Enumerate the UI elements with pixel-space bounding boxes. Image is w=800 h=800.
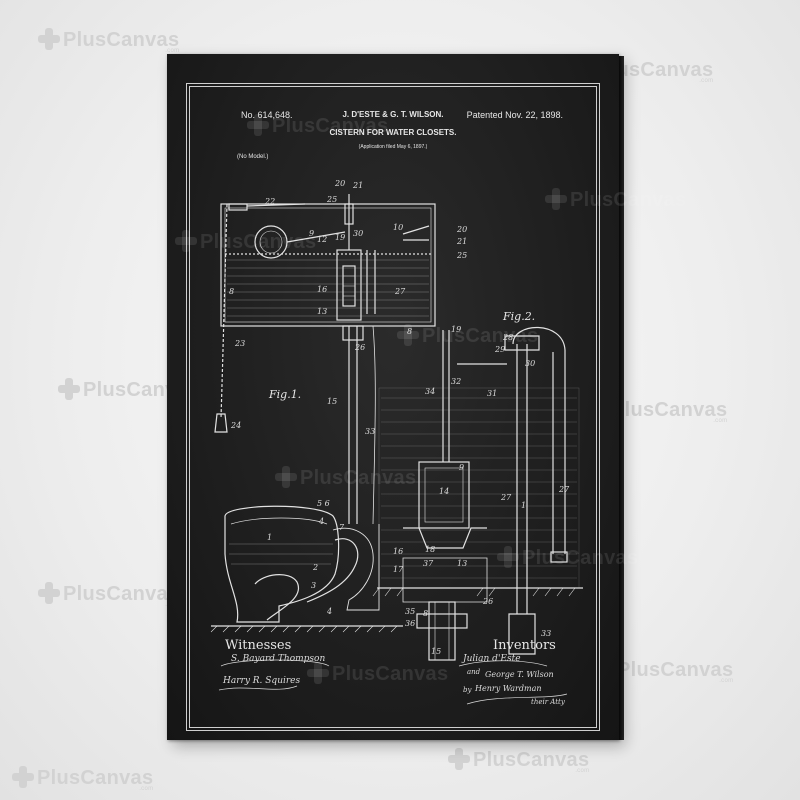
ref-numeral: 21 [352,181,363,190]
patent-canvas-print: PlusCanvas PlusCanvas PlusCanvas PlusCan… [167,54,619,740]
witnesses-heading: Witnesses [225,638,291,653]
inventors-heading: Inventors [493,638,556,653]
ref-numeral: 19 [335,233,345,242]
ref-numeral: 27 [558,485,570,494]
ref-numeral: 24 [230,421,241,430]
plus-icon [38,28,60,50]
ref-numeral: 25 [456,251,467,260]
watermark-text: PlusCanvas [611,399,727,421]
canvas-side-edge [619,56,624,740]
watermark-text: PlusCanvas [63,583,179,605]
watermark-sub: .com [575,768,589,774]
witness-signature: Harry R. Squires [223,676,300,686]
plus-icon [12,766,34,788]
watermark-sub: .com [139,786,153,792]
ref-numeral: 35 [405,607,415,616]
plus-icon [448,748,470,770]
ref-numeral: 19 [451,325,461,334]
plus-icon [38,582,60,604]
watermark-text: PlusCanvas [473,749,589,771]
ref-numeral: 9 [309,229,314,238]
fig1-toilet-bowl [211,506,403,632]
witness-signature: S. Bayard Thompson [231,654,325,664]
attorney-label: their Atty [531,698,565,706]
ref-numeral: 13 [317,307,327,316]
ref-numeral: 30 [353,229,363,238]
attorney-signature: Henry Wardman [475,684,542,693]
ref-numeral: 33 [365,427,375,436]
inventor-signature-by: by [463,686,471,694]
ref-numeral: 3 [311,581,316,590]
flush-pipe [343,326,375,524]
ref-numeral: 34 [425,387,435,396]
ref-numeral: 36 [405,619,415,628]
ref-numeral: 1 [267,533,272,542]
ref-numeral: 27 [394,287,406,296]
ref-numeral: 29 [494,345,505,354]
ref-numeral: 21 [456,237,467,246]
watermark-sub: .com [713,418,727,424]
ref-numeral: 33 [541,629,551,638]
ref-numeral: 15 [431,647,441,656]
ref-numeral: 32 [451,377,461,386]
ref-numeral: 22 [264,197,275,206]
plus-icon [58,378,80,400]
inventor-signature: George T. Wilson [485,670,554,679]
watermark-sub: .com [699,78,713,84]
inventor-signature: Julian d'Este [463,654,521,664]
ref-numeral: 18 [425,545,435,554]
watermark-logo: PlusCanvas.com [448,748,589,772]
ref-numeral: 14 [439,487,449,496]
ref-numeral: 27 [500,493,512,502]
ref-numeral: 1 [521,501,526,510]
ref-numeral: 15 [327,397,337,406]
ref-numeral: 16 [393,547,403,556]
ref-numeral: 31 [487,389,497,398]
ref-numeral: 12 [317,235,327,244]
ref-numeral: 13 [457,559,467,568]
ref-numeral: 37 [423,559,434,568]
watermark-logo: PlusCanvas.com [12,766,153,790]
ref-numeral: 28 [502,333,513,342]
inventor-signature-and: and [467,668,480,676]
ref-numeral: 7 [339,523,345,532]
ref-numeral: 8 [423,609,428,618]
ref-numeral: 2 [312,563,318,572]
ref-numeral: 26 [482,597,493,606]
fig1-label: Fig.1. [269,388,301,401]
reference-numerals: 20 21 22 25 9 12 19 30 10 20 21 25 8 16 … [229,179,570,656]
ref-numeral: 20 [334,179,345,188]
ref-numeral: 10 [393,223,403,232]
ref-numeral: 17 [393,565,404,574]
watermark-logo: PlusCanvas.com [38,582,179,606]
watermark-logo: PlusCanvas.com [38,28,179,52]
ref-numeral: 5 6 [317,499,330,508]
watermark-text: PlusCanvas [37,767,153,789]
ref-numeral: 4 [318,517,324,526]
ref-numeral: 8 [407,327,412,336]
ref-numeral: 23 [234,339,245,348]
ref-numeral: 8 [229,287,234,296]
watermark-text: PlusCanvas [617,659,733,681]
ref-numeral: 4 [326,607,332,616]
ref-numeral: 25 [326,195,337,204]
ref-numeral: 16 [317,285,327,294]
fig2-label: Fig.2. [503,310,535,323]
fig1-cistern [221,194,435,326]
ref-numeral: 9 [459,463,464,472]
ref-numeral: 30 [525,359,535,368]
watermark-text: PlusCanvas [63,29,179,51]
watermark-sub: .com [719,678,733,684]
ref-numeral: 20 [456,225,467,234]
ref-numeral: 26 [354,343,365,352]
